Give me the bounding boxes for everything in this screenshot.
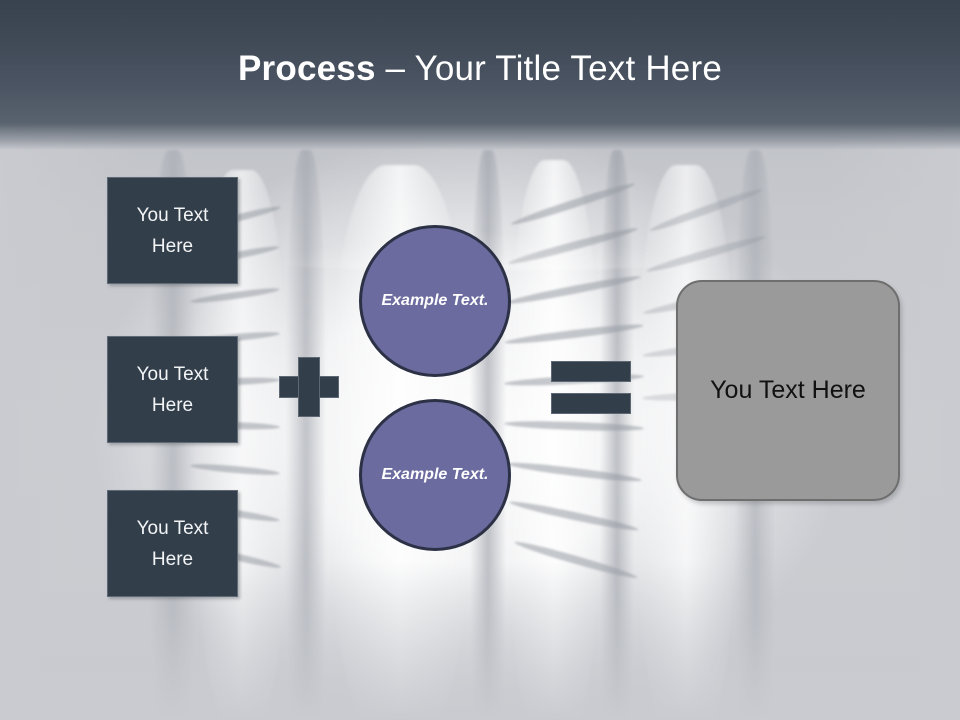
input-box-2[interactable]: You Text Here bbox=[107, 336, 238, 443]
header-band bbox=[0, 0, 960, 150]
input-box-3-label: You Text Here bbox=[136, 517, 209, 570]
result-box[interactable]: You Text Here bbox=[676, 280, 900, 501]
input-box-1-label: You Text Here bbox=[136, 204, 209, 257]
input-box-1[interactable]: You Text Here bbox=[107, 177, 238, 284]
factor-circle-1[interactable]: Example Text. bbox=[359, 225, 511, 377]
factor-circle-2[interactable]: Example Text. bbox=[359, 399, 511, 551]
input-box-3[interactable]: You Text Here bbox=[107, 490, 238, 597]
equals-top-bar bbox=[551, 361, 631, 382]
page-title-rest: – Your Title Text Here bbox=[375, 49, 722, 88]
plus-operator-icon bbox=[279, 357, 339, 417]
plus-vertical-bar bbox=[298, 357, 320, 417]
page-title-strong: Process bbox=[238, 49, 376, 88]
result-box-label: You Text Here bbox=[710, 376, 866, 404]
equals-bottom-bar bbox=[551, 393, 631, 414]
factor-circle-2-label: Example Text. bbox=[381, 466, 489, 483]
equals-operator-icon bbox=[551, 361, 631, 414]
page-title: Process – Your Title Text Here bbox=[0, 48, 960, 90]
factor-circle-1-label: Example Text. bbox=[381, 292, 489, 309]
input-box-2-label: You Text Here bbox=[136, 363, 209, 416]
